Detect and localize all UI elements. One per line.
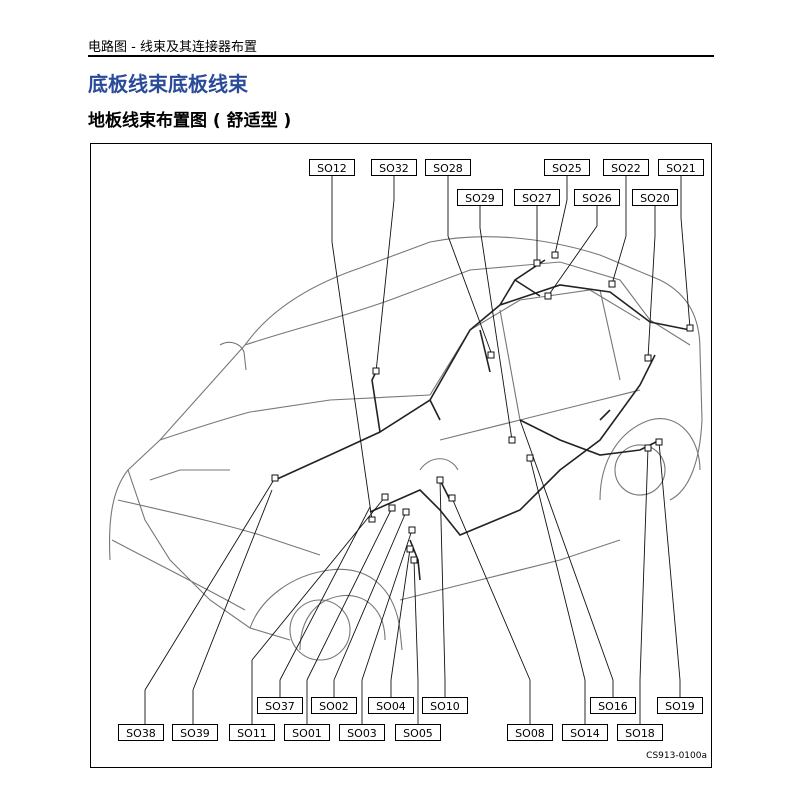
connector-label-so10: SO10 <box>422 697 468 714</box>
connector-label-so14: SO14 <box>562 724 608 741</box>
connector-label-so12: SO12 <box>309 159 355 176</box>
harness-lines <box>274 259 691 581</box>
connector-markers <box>271 251 694 564</box>
connector-label-so37: SO37 <box>257 697 303 714</box>
section-title: 地板线束布置图 ( 舒适型 ) <box>88 111 292 131</box>
connector-label-so01: SO01 <box>284 724 330 741</box>
figure-id: CS913-0100a <box>646 751 707 761</box>
connector-label-so27: SO27 <box>514 189 560 206</box>
connector-label-so11: SO11 <box>229 724 275 741</box>
connector-label-so19: SO19 <box>657 697 703 714</box>
car-outline <box>109 236 703 661</box>
connector-label-so22: SO22 <box>603 159 649 176</box>
connector-label-so08: SO08 <box>507 724 553 741</box>
connector-label-so16: SO16 <box>590 697 636 714</box>
connector-label-so21: SO21 <box>658 159 704 176</box>
connector-label-so05: SO05 <box>395 724 441 741</box>
connector-label-so25: SO25 <box>544 159 590 176</box>
connector-label-so18: SO18 <box>617 724 663 741</box>
connector-label-so20: SO20 <box>632 189 678 206</box>
connector-label-so39: SO39 <box>172 724 218 741</box>
connector-label-so29: SO29 <box>457 189 503 206</box>
connector-label-so02: SO02 <box>311 697 357 714</box>
connector-label-so28: SO28 <box>425 159 471 176</box>
connector-label-so38: SO38 <box>118 724 164 741</box>
connector-label-so26: SO26 <box>574 189 620 206</box>
page-title: 底板线束底板线束 <box>88 72 248 96</box>
header-divider <box>88 55 714 57</box>
connector-label-so32: SO32 <box>371 159 417 176</box>
connector-label-so04: SO04 <box>368 697 414 714</box>
connector-label-so03: SO03 <box>339 724 385 741</box>
leader-lines <box>144 176 691 724</box>
breadcrumb: 电路图 - 线束及其连接器布置 <box>88 40 257 55</box>
diagram-frame <box>90 143 712 768</box>
